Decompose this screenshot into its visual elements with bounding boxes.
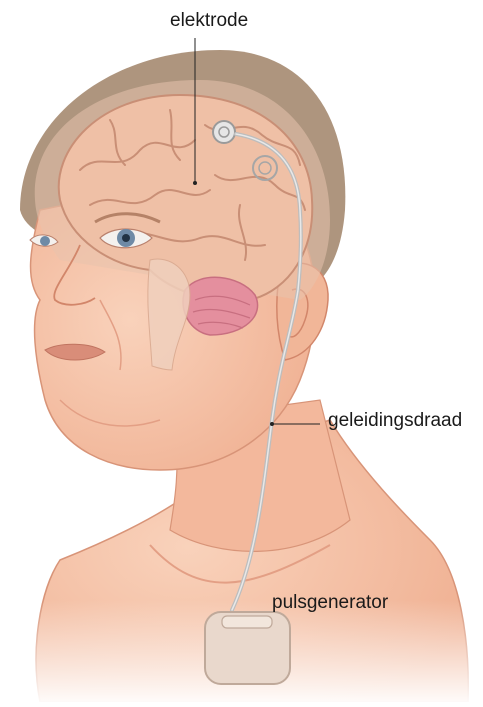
lead-label: geleidingsdraad bbox=[328, 410, 462, 432]
eye-pupil bbox=[122, 234, 130, 242]
electrode-label: elektrode bbox=[170, 10, 248, 32]
lead-tip bbox=[270, 422, 274, 426]
pulse-generator-header bbox=[222, 616, 272, 628]
electrode-tip bbox=[193, 181, 197, 185]
far-eye-iris bbox=[40, 236, 50, 246]
generator-label: pulsgenerator bbox=[272, 592, 388, 614]
